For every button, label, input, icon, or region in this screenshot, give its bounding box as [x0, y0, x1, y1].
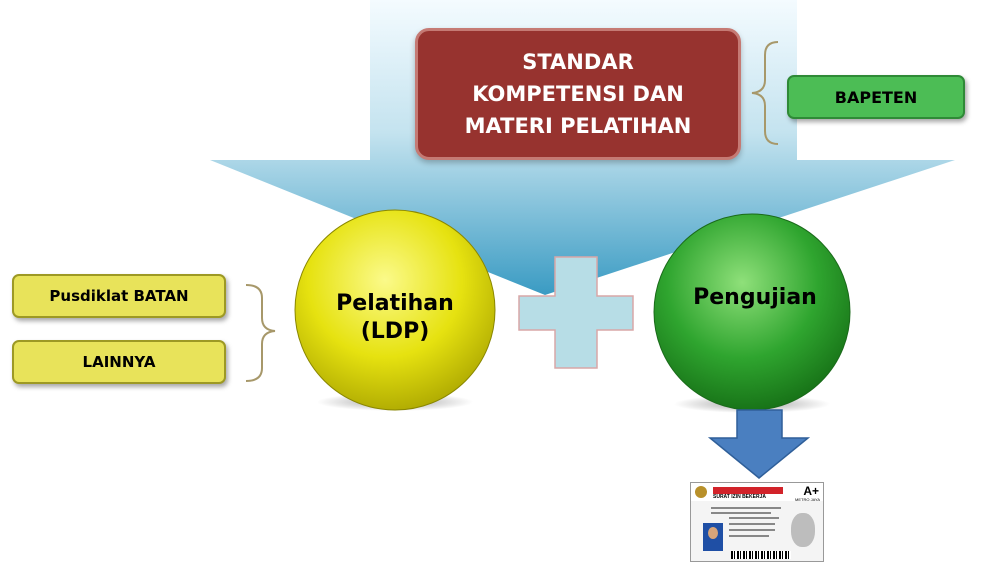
sources-bracket: [245, 284, 276, 382]
testing-circle: [653, 213, 851, 411]
license-card-image: SURAT IZIN BEKERJA A+ METRO JAYA: [690, 482, 824, 562]
card-text-line: [729, 523, 775, 525]
standar-line-3: MATERI PELATIHAN: [464, 114, 692, 138]
card-fingerprint-icon: [791, 513, 815, 547]
lainnya-label: LAINNYA: [82, 353, 156, 371]
card-text-line: [711, 512, 771, 514]
plus-icon: [518, 256, 634, 369]
pengujian-label: Pengujian: [693, 285, 817, 310]
card-text-line: [729, 535, 769, 537]
lainnya-box: LAINNYA: [12, 340, 226, 384]
pelatihan-line-2: (LDP): [360, 319, 430, 344]
card-text-line: [729, 517, 779, 519]
card-grade: A+: [803, 484, 819, 498]
card-seal-icon: [695, 486, 707, 498]
card-city: METRO JAYA: [795, 497, 820, 502]
training-circle: [294, 209, 496, 411]
card-red-bar: [713, 487, 783, 494]
standar-kompetensi-box: STANDAR KOMPETENSI DAN MATERI PELATIHAN: [415, 28, 741, 160]
card-text-line: [711, 507, 781, 509]
pusdiklat-batan-box: Pusdiklat BATAN: [12, 274, 226, 318]
standar-line-2: KOMPETENSI DAN: [472, 82, 684, 106]
card-title: SURAT IZIN BEKERJA: [713, 494, 766, 500]
pelatihan-line-1: Pelatihan: [336, 291, 454, 316]
standar-line-1: STANDAR: [522, 50, 634, 74]
card-text-line: [729, 529, 775, 531]
bapeten-box: BAPETEN: [787, 75, 965, 119]
pusdiklat-batan-label: Pusdiklat BATAN: [49, 287, 189, 305]
bapeten-bracket: [751, 41, 779, 145]
bapeten-label: BAPETEN: [834, 87, 918, 107]
card-face: [708, 527, 718, 539]
pelatihan-label: Pelatihan (LDP): [300, 290, 490, 346]
card-barcode: [731, 551, 791, 559]
down-arrow: [707, 409, 811, 479]
